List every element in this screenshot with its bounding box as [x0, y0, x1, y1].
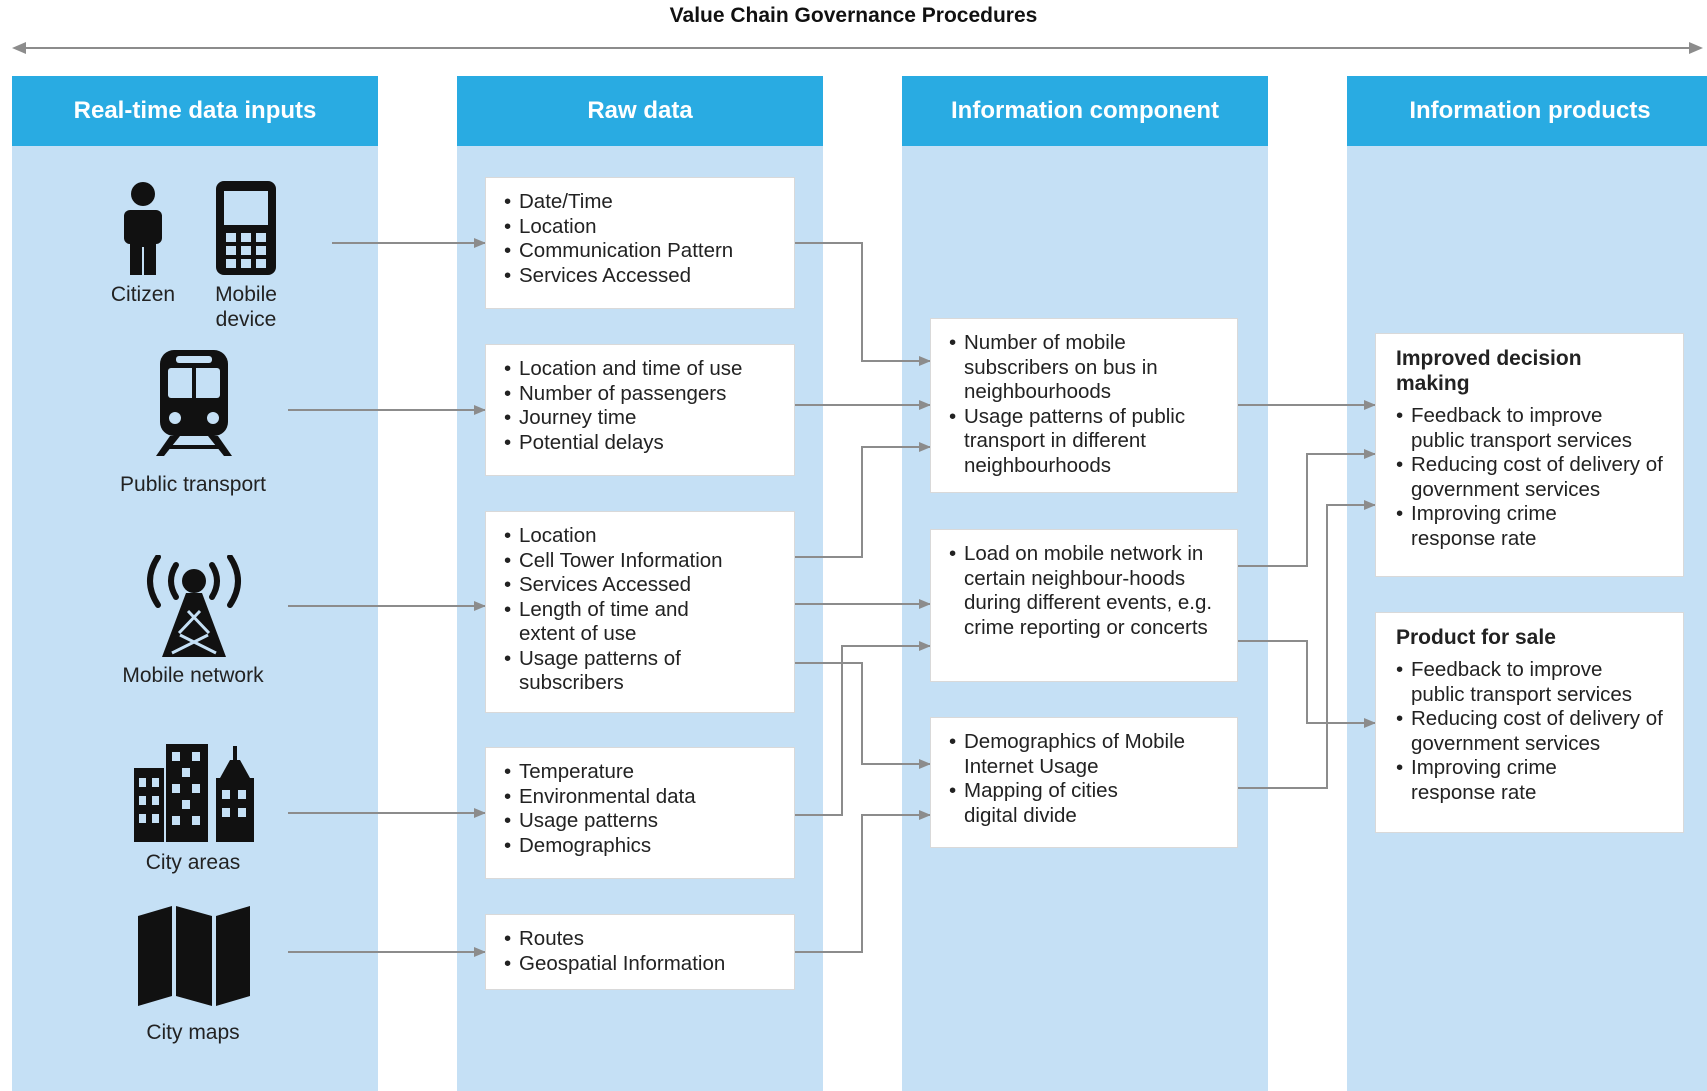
info-component-item: Demographics of Mobile Internet Usage [949, 730, 1194, 779]
column-header-inputs: Real-time data inputs [12, 76, 378, 146]
raw-data-item: Usage patterns of subscribers [504, 647, 689, 696]
person-icon [124, 182, 162, 275]
raw-data-item: Geospatial Information [504, 952, 784, 977]
cell-tower-icon [147, 555, 241, 657]
raw-data-box-5: Routes Geospatial Information [485, 914, 795, 990]
raw-data-item: Temperature [504, 760, 784, 785]
raw-data-item: Services Accessed [504, 264, 784, 289]
input-label-citizen: Citizen [110, 283, 176, 306]
info-component-box-1: Number of mobile subscribers on bus in n… [930, 318, 1238, 493]
raw-data-item: Date/Time [504, 190, 784, 215]
info-product-item: Reducing cost of delivery of government … [1396, 707, 1673, 756]
connector-raw3-to-ic1 [795, 442, 931, 558]
column-header-info-component: Information component [902, 76, 1268, 146]
connector-raw4-to-ic2 [795, 641, 931, 816]
raw-data-item: Usage patterns [504, 809, 784, 834]
raw-data-box-1: Date/Time Location Communication Pattern… [485, 177, 795, 309]
raw-data-box-4: Temperature Environmental data Usage pat… [485, 747, 795, 879]
info-component-item: Load on mobile network in certain neighb… [949, 542, 1219, 640]
input-label-city-maps: City maps [146, 1021, 240, 1044]
column-header-raw-data: Raw data [457, 76, 823, 146]
raw-data-item: Potential delays [504, 431, 784, 456]
raw-data-box-2: Location and time of use Number of passe… [485, 344, 795, 476]
train-icon [156, 350, 232, 456]
connector-ic3-to-p1 [1238, 500, 1376, 789]
raw-data-item: Location [504, 215, 784, 240]
info-component-box-2: Load on mobile network in certain neighb… [930, 529, 1238, 682]
connector-raw3-to-ic3 [795, 662, 931, 769]
raw-data-item: Routes [504, 927, 784, 952]
raw-data-item: Communication Pattern [504, 239, 784, 264]
diagram-title: Value Chain Governance Procedures [669, 4, 1038, 27]
mobile-phone-icon [216, 181, 276, 275]
info-component-item: Usage patterns of public transport in di… [949, 405, 1227, 479]
connector-raw5-to-ic3 [795, 810, 931, 953]
input-label-mobile-network: Mobile network [122, 664, 264, 687]
connector-ic2-to-p1 [1238, 449, 1376, 567]
info-component-box-3: Demographics of Mobile Internet Usage Ma… [930, 717, 1238, 848]
raw-data-box-3: Location Cell Tower Information Services… [485, 511, 795, 713]
info-component-item: Mapping of cities digital divide [949, 779, 1154, 828]
raw-data-item: Cell Tower Information [504, 549, 784, 574]
info-product-item: Improving crime response rate [1396, 756, 1611, 805]
raw-data-item: Length of time and extent of use [504, 598, 719, 647]
input-label-public-transport: Public transport [120, 473, 266, 496]
city-buildings-icon [134, 744, 254, 842]
info-product-box-1: Improved decision making Feedback to imp… [1375, 333, 1684, 577]
raw-data-item: Location and time of use [504, 357, 784, 382]
raw-data-item: Services Accessed [504, 573, 784, 598]
info-product-heading: Improved decision making [1396, 347, 1582, 395]
map-icon [138, 906, 250, 1006]
info-component-item: Number of mobile subscribers on bus in n… [949, 331, 1204, 405]
raw-data-item: Demographics [504, 834, 784, 859]
connector-raw1-to-ic1 [795, 242, 931, 366]
info-product-item: Feedback to improve public transport ser… [1396, 404, 1661, 453]
info-product-item: Feedback to improve public transport ser… [1396, 658, 1661, 707]
raw-data-item: Journey time [504, 406, 784, 431]
info-product-box-2: Product for sale Feedback to improve pub… [1375, 612, 1684, 833]
raw-data-item: Environmental data [504, 785, 784, 810]
span-arrow [12, 42, 1703, 54]
info-product-heading: Product for sale [1396, 626, 1556, 649]
column-info-products: Information products [1347, 76, 1707, 1091]
info-product-item: Reducing cost of delivery of government … [1396, 453, 1673, 502]
raw-data-item: Number of passengers [504, 382, 784, 407]
info-product-item: Improving crime response rate [1396, 502, 1611, 551]
connector-ic2-to-p2 [1238, 640, 1376, 728]
raw-data-item: Location [504, 524, 784, 549]
column-header-info-products: Information products [1347, 76, 1707, 146]
input-label-city-areas: City areas [145, 851, 241, 874]
input-label-mobile-device: Mobile device [215, 283, 277, 331]
